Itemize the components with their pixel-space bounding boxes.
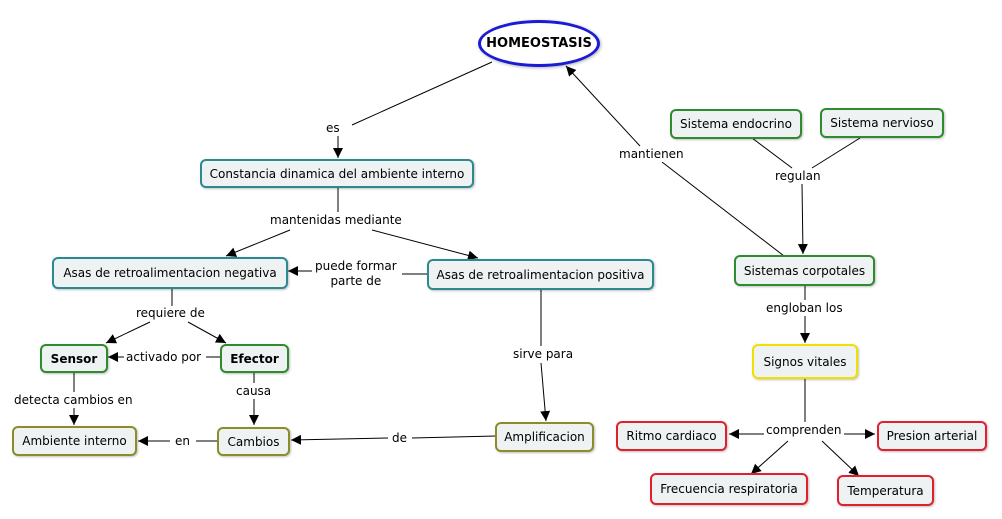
link-label-activado: activado por — [124, 350, 204, 365]
edge-homeostasis-es — [351, 61, 493, 126]
edge-requiere-efector — [187, 321, 227, 344]
node-temperatura[interactable]: Temperatura — [837, 475, 934, 506]
edge-sirve-amplificacion — [540, 362, 551, 422]
edge-amplificacion-de — [411, 435, 497, 439]
link-label-es: es — [324, 121, 342, 136]
link-label-mantenidas: mantenidas mediante — [268, 213, 404, 228]
link-label-sirve: sirve para — [511, 347, 576, 362]
node-efector[interactable]: Efector — [220, 344, 289, 373]
edge-de-cambios — [290, 434, 389, 445]
node-homeostasis[interactable]: HOMEOSTASIS — [478, 20, 600, 67]
edge-comprenden-temperatura — [821, 440, 860, 477]
link-label-puede-formar: puede formar parte de — [313, 259, 399, 289]
node-cambios[interactable]: Cambios — [217, 427, 290, 456]
link-label-regulan: regulan — [773, 169, 823, 184]
link-label-de: de — [390, 431, 409, 446]
edge-mantienen-homeostasis — [565, 65, 641, 147]
link-label-en: en — [173, 434, 192, 449]
node-sistema-nervioso[interactable]: Sistema nervioso — [820, 108, 944, 138]
edge-comprenden-frecuencia — [750, 440, 789, 475]
edge-nervioso-regulan — [811, 137, 861, 169]
node-sistemas-corporales[interactable]: Sistemas corpotales — [734, 255, 875, 286]
link-label-causa: causa — [234, 384, 274, 399]
node-constancia[interactable]: Constancia dinamica del ambiente interno — [200, 159, 474, 188]
link-label-puede-formar-line2: parte de — [330, 274, 382, 288]
node-negativa[interactable]: Asas de retroalimentacion negativa — [52, 257, 288, 289]
link-label-detecta: detecta cambios en — [12, 393, 135, 408]
node-amplificacion[interactable]: Amplificacion — [495, 422, 594, 452]
link-label-comprenden: comprenden — [764, 423, 844, 438]
node-positiva[interactable]: Asas de retroalimentacion positiva — [427, 259, 654, 290]
node-ambiente[interactable]: Ambiente interno — [12, 426, 137, 456]
link-label-requiere: requiere de — [134, 306, 207, 321]
link-label-puede-formar-line1: puede formar — [315, 259, 397, 273]
node-sistema-endocrino[interactable]: Sistema endocrino — [670, 109, 802, 139]
edge-mantenidas-negativa — [225, 229, 291, 257]
link-label-engloban: engloban los — [764, 301, 845, 316]
edge-mantenidas-positiva — [371, 229, 479, 261]
node-ritmo-cardiaco[interactable]: Ritmo cardiaco — [616, 421, 727, 451]
node-sensor[interactable]: Sensor — [40, 344, 108, 373]
node-signos-vitales[interactable]: Signos vitales — [752, 344, 858, 379]
link-label-mantienen: mantienen — [617, 147, 686, 162]
edge-requiere-sensor — [105, 321, 151, 344]
edge-endocrino-regulan — [751, 137, 793, 169]
edge-regulan-corporales — [797, 183, 808, 255]
edge-corporales-mantienen — [661, 161, 785, 257]
node-presion-arterial[interactable]: Presion arterial — [877, 421, 987, 451]
node-frecuencia-respiratoria[interactable]: Frecuencia respiratoria — [650, 473, 808, 505]
